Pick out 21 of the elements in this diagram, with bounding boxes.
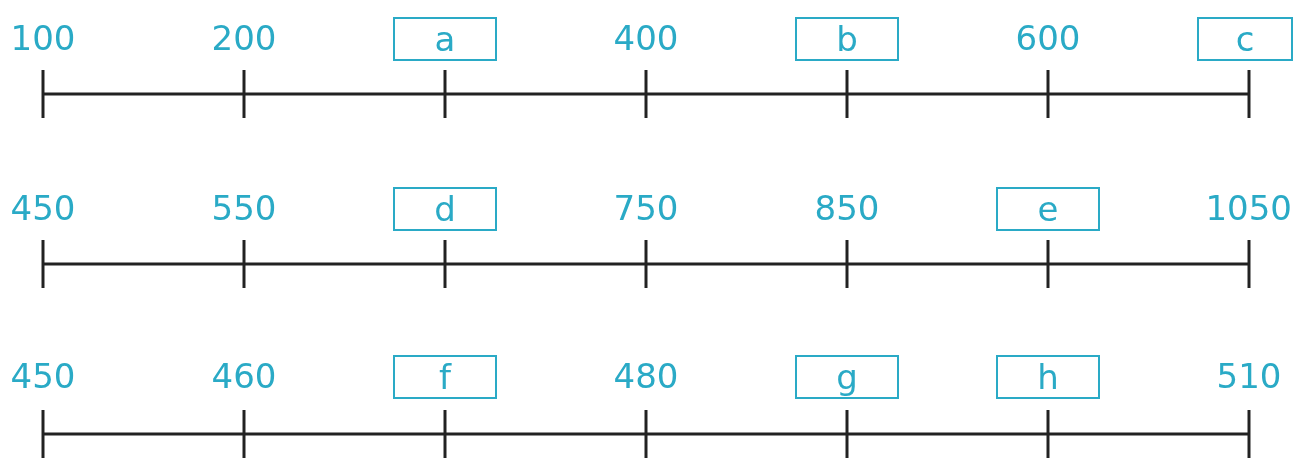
tick-value: 450 (10, 187, 76, 230)
tick-value: 480 (613, 355, 679, 398)
answer-box: b (795, 17, 899, 61)
answer-box: g (795, 355, 899, 399)
tick-value: 100 (10, 17, 76, 60)
answer-box: f (393, 355, 497, 399)
tick-value: 510 (1216, 355, 1282, 398)
tick-value: 1050 (1205, 187, 1292, 230)
tick-value: 550 (211, 187, 277, 230)
answer-box: h (996, 355, 1100, 399)
tick-value: 850 (814, 187, 880, 230)
tick-value: 750 (613, 187, 679, 230)
answer-box: e (996, 187, 1100, 231)
tick-value: 600 (1015, 17, 1081, 60)
answer-box: d (393, 187, 497, 231)
tick-value: 450 (10, 355, 76, 398)
answer-box: a (393, 17, 497, 61)
tick-value: 460 (211, 355, 277, 398)
tick-value: 400 (613, 17, 679, 60)
answer-box: c (1197, 17, 1293, 61)
tick-value: 200 (211, 17, 277, 60)
